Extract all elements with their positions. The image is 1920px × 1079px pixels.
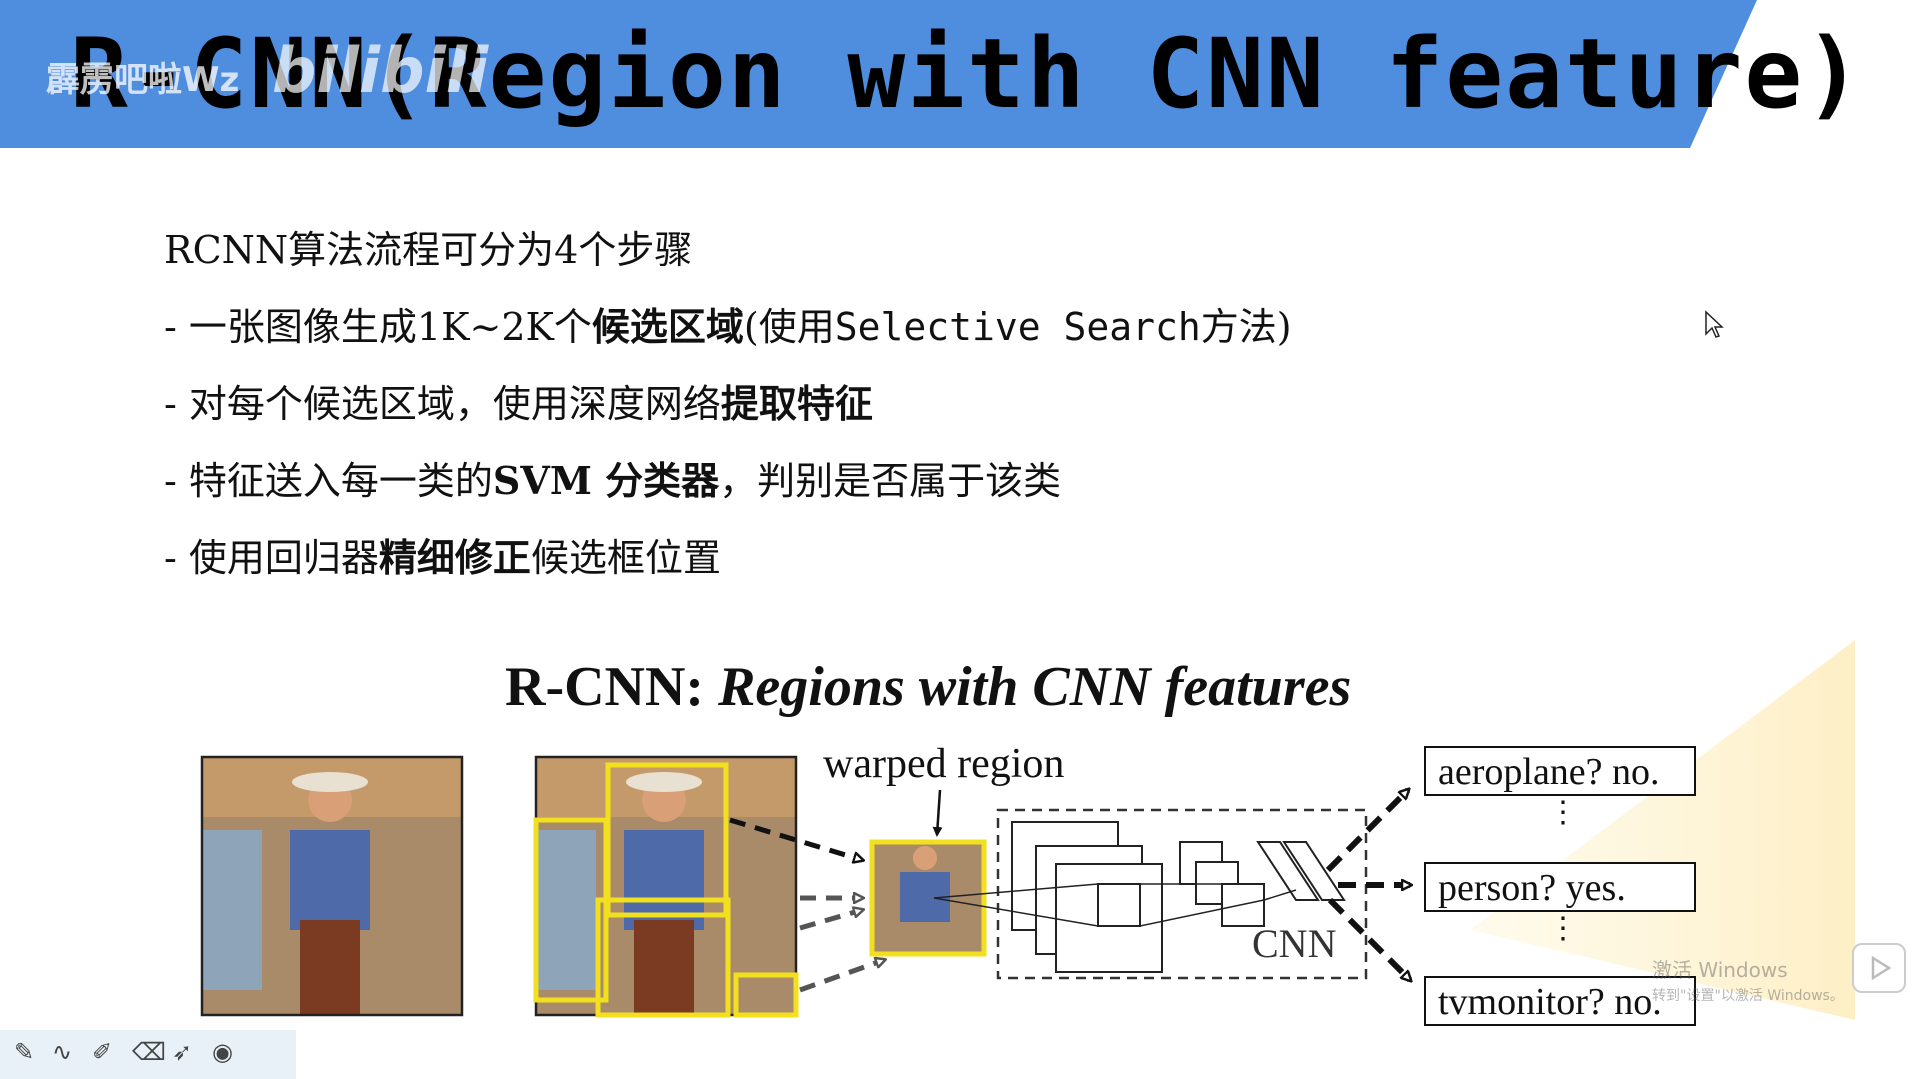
warped-region-image bbox=[869, 839, 987, 957]
proposal-box bbox=[595, 897, 731, 1018]
proposal-arrow bbox=[799, 910, 862, 931]
output-label-tvmonitor: tvmonitor? no. bbox=[1424, 976, 1696, 1026]
curve-icon[interactable]: ∿ bbox=[52, 1038, 73, 1066]
output-arrow bbox=[1325, 790, 1408, 873]
content-heading: RCNN算法流程可分为4个步骤 bbox=[164, 228, 693, 272]
highlighter-icon[interactable]: ✐ bbox=[92, 1038, 113, 1066]
projector-glow bbox=[1470, 640, 1855, 1020]
region-proposals-image bbox=[533, 755, 799, 1018]
play-button[interactable] bbox=[1852, 943, 1906, 993]
output-label-aeroplane: aeroplane? no. bbox=[1424, 746, 1696, 796]
play-icon bbox=[1871, 955, 1892, 981]
figure-title: R-CNN: Regions with CNN features bbox=[505, 656, 1352, 718]
annotation-toolbar: ✎ ∿ ✐ ⌫ ➶ ◉ bbox=[0, 1030, 296, 1079]
step-1: - 一张图像生成1K~2K个候选区域(使用Selective Search方法) bbox=[164, 304, 1292, 349]
slide-title: R-CNN(Region with CNN feature) bbox=[70, 18, 1864, 130]
windows-activation-notice: 激活 Windows 转到"设置"以激活 Windows。 bbox=[1652, 958, 1844, 1004]
cnn-dashed-box bbox=[996, 808, 1368, 980]
pen-icon[interactable]: ✎ bbox=[14, 1038, 35, 1066]
proposal-arrow bbox=[799, 960, 884, 993]
watermark-text: 霹雳吧啦Wz bbox=[46, 60, 240, 100]
eraser-icon[interactable]: ⌫ bbox=[132, 1038, 166, 1066]
proposal-box bbox=[733, 972, 799, 1018]
proposal-arrow bbox=[729, 817, 862, 860]
mouse-cursor-icon bbox=[1705, 310, 1724, 338]
ellipsis-dots: ⋮ bbox=[1548, 912, 1578, 945]
output-label-person: person? yes. bbox=[1424, 862, 1696, 912]
title-bar: R-CNN(Region with CNN feature) 霹雳吧啦Wz bi… bbox=[0, 0, 1920, 148]
proposal-box bbox=[533, 817, 609, 1003]
slide-content: RCNN算法流程可分为4个步骤 - 一张图像生成1K~2K个候选区域(使用Sel… bbox=[164, 222, 1292, 607]
record-icon[interactable]: ◉ bbox=[212, 1038, 233, 1066]
cnn-label: CNN bbox=[1252, 921, 1337, 966]
warped-pointer-arrow bbox=[932, 789, 943, 837]
bilibili-logo: bilibili bbox=[272, 34, 489, 107]
pointer-icon[interactable]: ➶ bbox=[172, 1038, 193, 1066]
step-2: - 对每个候选区域，使用深度网络提取特征 bbox=[164, 381, 873, 426]
output-arrow bbox=[1327, 897, 1410, 980]
step-4: - 使用回归器精细修正候选框位置 bbox=[164, 535, 721, 580]
warped-region-label: warped region bbox=[823, 741, 1065, 787]
step-3: - 特征送入每一类的SVM 分类器，判别是否属于该类 bbox=[164, 458, 1062, 503]
title-bar-background bbox=[0, 0, 1757, 148]
ellipsis-dots: ⋮ bbox=[1548, 796, 1578, 829]
input-image bbox=[200, 755, 464, 1017]
